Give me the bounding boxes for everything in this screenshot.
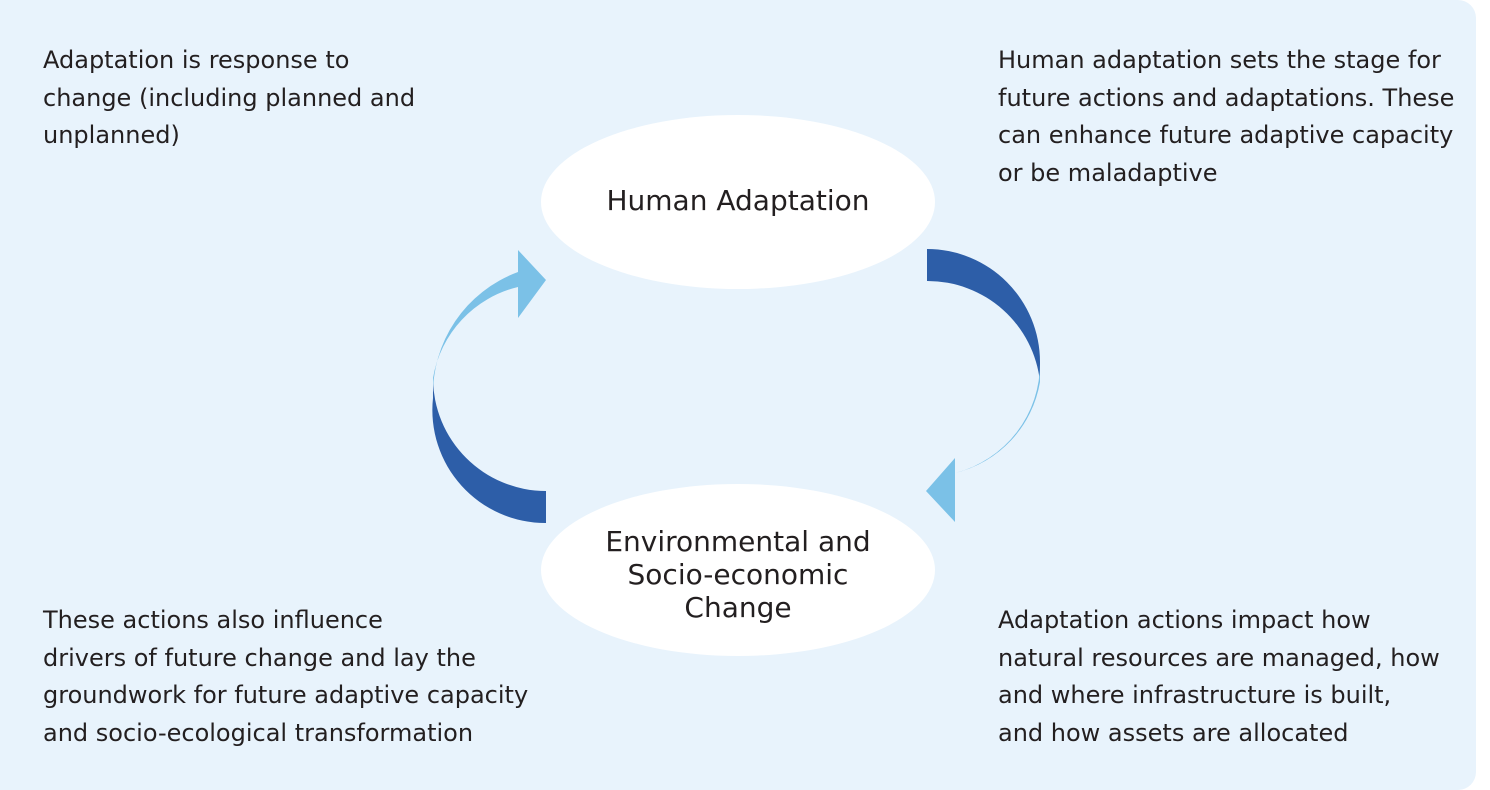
left-arrow-head	[432, 250, 546, 398]
left-arrow-tail	[432, 378, 546, 524]
right-arrow-head	[926, 362, 1041, 522]
node-human-adaptation	[541, 115, 935, 289]
label-environmental-change: Environmental and Socio-economic Change	[605, 525, 871, 624]
right-arrow-tail	[927, 249, 1040, 382]
note-top-right: Human adaptation sets the stage for futu…	[998, 46, 1455, 187]
note-bottom-left: These actions also influence drivers of …	[43, 606, 529, 747]
label-human-adaptation: Human Adaptation	[606, 184, 870, 217]
node-environmental-change	[541, 484, 935, 656]
note-bottom-right: Adaptation actions impact how natural re…	[998, 606, 1440, 747]
note-top-left: Adaptation is response to change (includ…	[43, 46, 416, 149]
